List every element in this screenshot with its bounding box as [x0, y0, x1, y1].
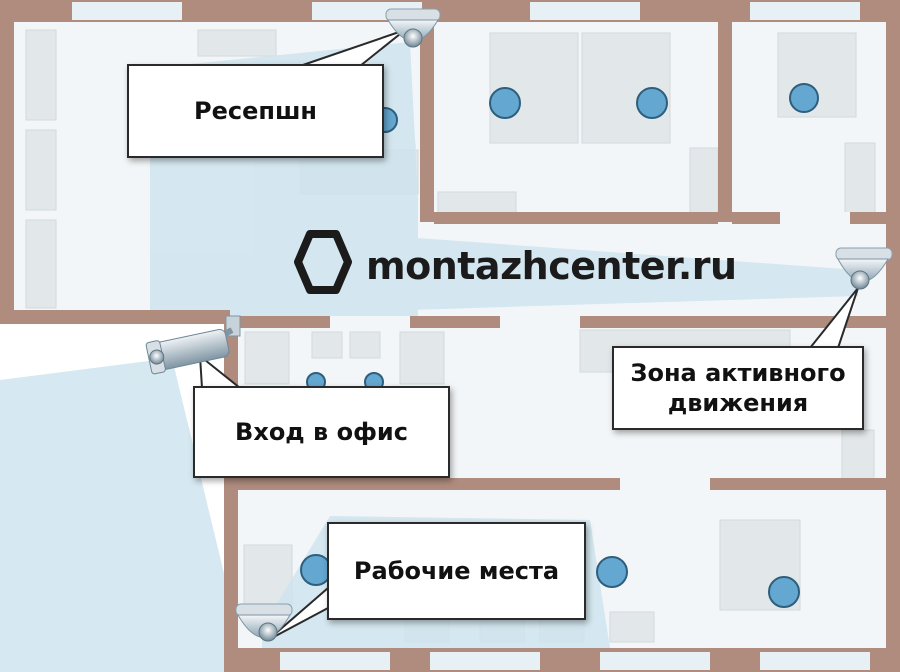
dome-camera-motion-icon: [835, 247, 893, 290]
callout-entrance: Вход в офис: [193, 386, 450, 478]
callout-motion: Зона активного движения: [612, 346, 864, 430]
brand: montazhcenter.ru: [352, 226, 737, 306]
callout-reception: Ресепшн: [127, 64, 384, 158]
dome-camera-workplaces-icon: [235, 603, 293, 642]
brand-text: montazhcenter.ru: [366, 244, 737, 288]
dome-camera-reception-icon: [385, 8, 441, 48]
callout-entrance-label: Вход в офис: [235, 418, 408, 446]
doors: [330, 212, 850, 490]
callout-workplaces-label: Рабочие места: [353, 557, 560, 585]
callout-workplaces: Рабочие места: [327, 522, 586, 620]
hexagon-logo-icon: [294, 230, 352, 294]
bullet-camera-entrance-icon: [145, 315, 241, 375]
callout-reception-label: Ресепшн: [193, 97, 318, 125]
callout-motion-label: Зона активного движения: [630, 359, 846, 417]
